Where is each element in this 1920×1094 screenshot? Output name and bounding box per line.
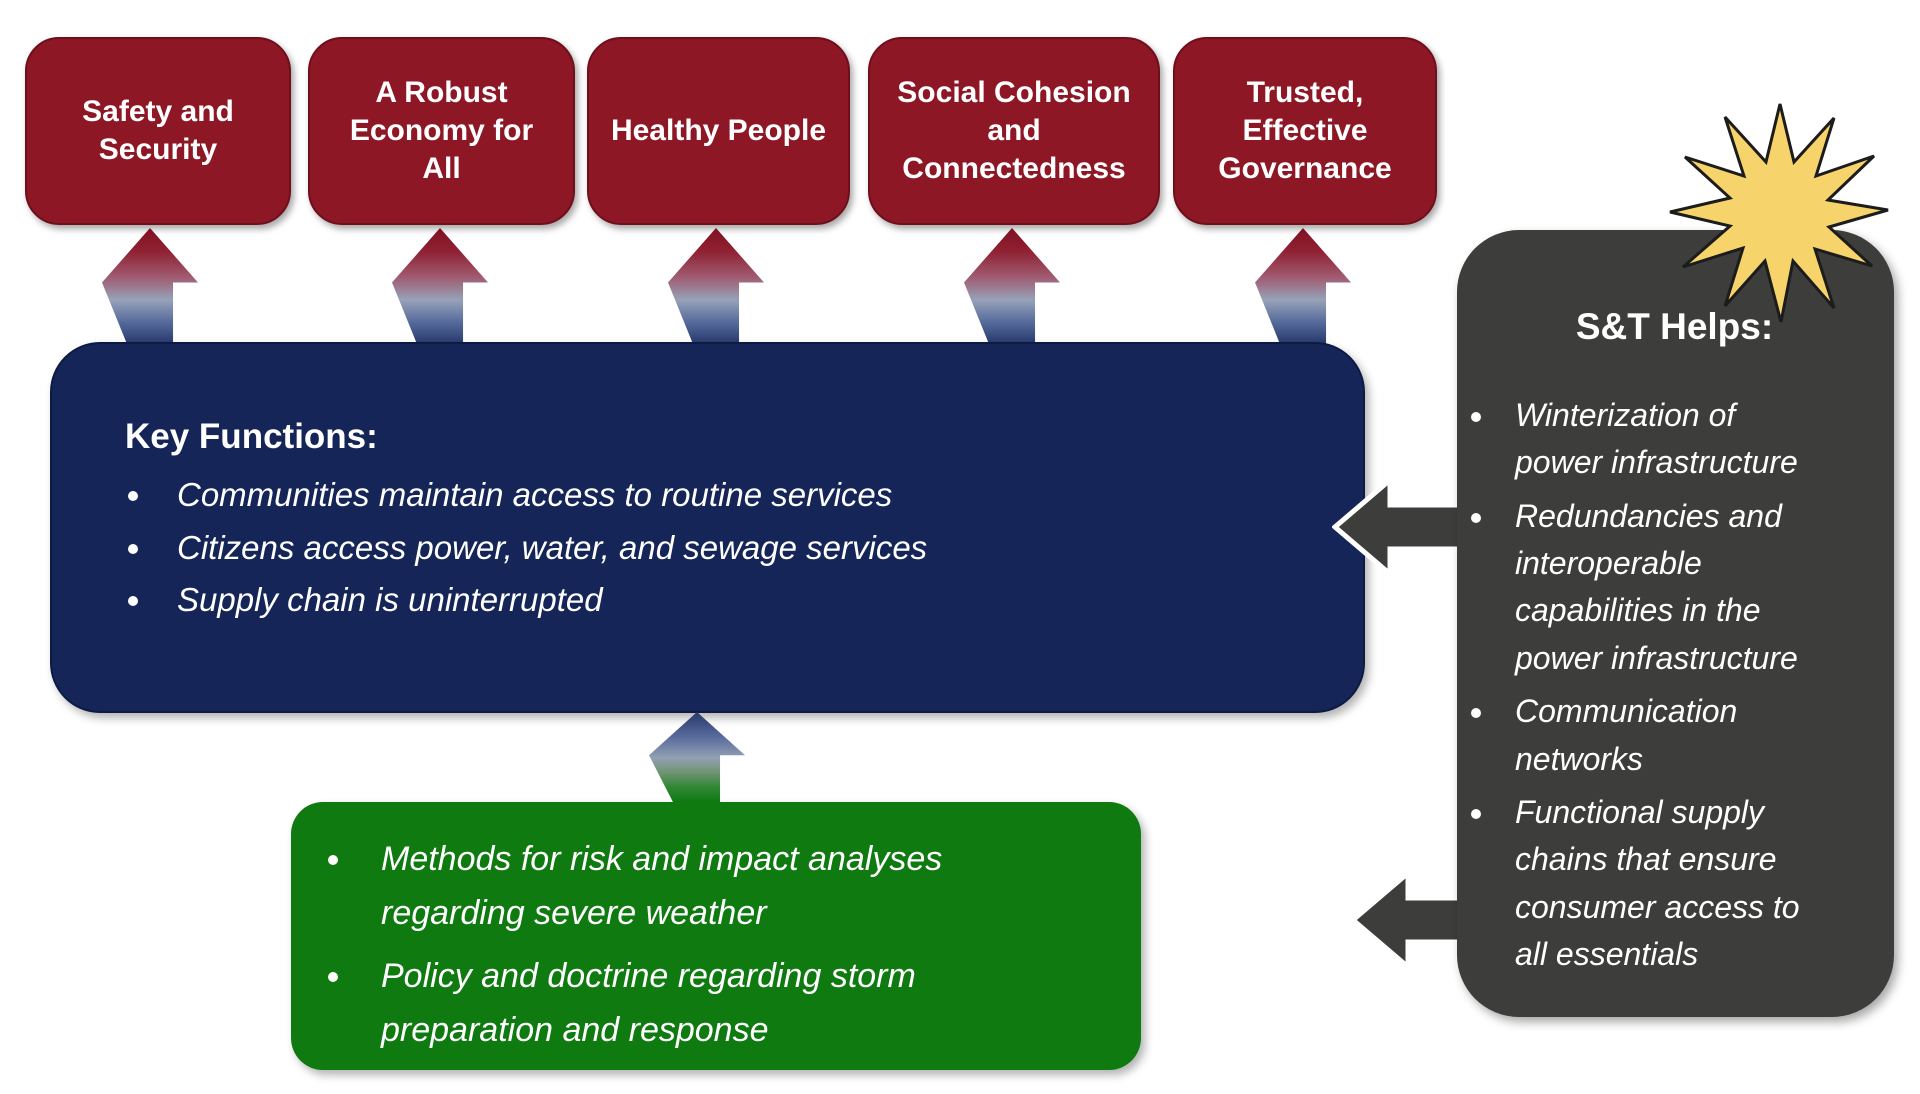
key-functions-box: Key Functions: Communities maintain acce… [50,342,1365,713]
outcome-label: Safety and Security [82,94,234,166]
key-functions-item: Supply chain is uninterrupted [155,575,1323,625]
key-functions-list: Communities maintain access to routine s… [125,470,1323,625]
arrow-up-to-social-cohesion-icon [964,228,1060,344]
key-functions-heading: Key Functions: [125,417,378,456]
research-methods-box: Methods for risk and impact analyses reg… [291,802,1141,1070]
research-methods-item: Policy and doctrine regarding storm prep… [355,949,975,1058]
st-helps-box: S&T Helps: Winterization of power infras… [1457,230,1894,1017]
starburst-icon [1669,103,1889,323]
st-helps-item: Redundancies and interoperable capabilit… [1497,493,1819,682]
st-helps-item: Functional supply chains that ensure con… [1497,789,1819,978]
arrow-up-to-healthy-people-icon [668,228,764,344]
outcome-box-healthy-people: Healthy People [587,37,850,225]
st-helps-item: Communication networks [1497,688,1819,783]
outcome-label: Social Cohesion and Connectedness [897,75,1131,186]
st-helps-list: Winterization of power infrastructure Re… [1475,392,1819,978]
st-helps-item: Winterization of power infrastructure [1497,392,1819,487]
arrow-up-to-robust-economy-icon [392,228,488,344]
outcome-box-robust-economy: A Robust Economy for All [308,37,575,225]
outcome-label: A Robust Economy for All [349,75,534,186]
outcome-box-trusted-governance: Trusted, Effective Governance [1173,37,1437,225]
arrow-up-to-safety-security-icon [102,228,198,344]
research-methods-item: Methods for risk and impact analyses reg… [355,832,975,941]
outcome-label: Trusted, Effective Governance [1218,75,1392,186]
outcome-box-safety-security: Safety and Security [25,37,291,225]
st-helps-heading: S&T Helps: [1575,306,1774,347]
arrow-left-upper-icon [1332,475,1462,579]
outcome-box-social-cohesion: Social Cohesion and Connectedness [868,37,1160,225]
research-methods-list: Methods for risk and impact analyses reg… [321,832,975,1058]
arrow-left-lower-icon [1350,868,1480,972]
outcome-label: Healthy People [610,113,827,147]
key-functions-item: Communities maintain access to routine s… [155,470,1323,520]
key-functions-item: Citizens access power, water, and sewage… [155,523,1323,573]
arrow-up-to-trusted-governance-icon [1255,228,1351,344]
arrow-up-from-research-icon [649,712,745,804]
